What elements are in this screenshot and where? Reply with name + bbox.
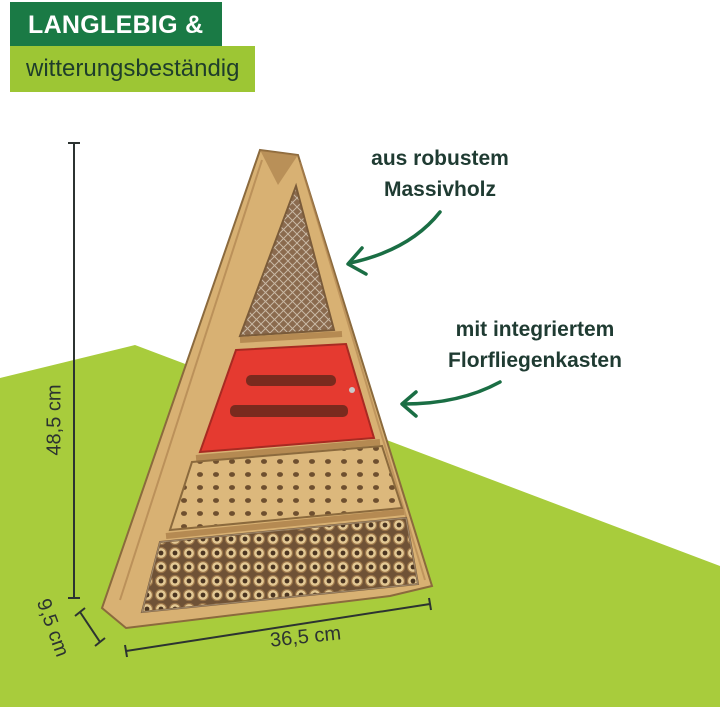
callout-line: aus robustem: [371, 147, 509, 170]
header-subtitle-badge: witterungsbeständig: [10, 46, 256, 92]
header-title: LANGLEBIG &: [28, 11, 204, 39]
arrow-to-lacewing-box-icon: [402, 380, 502, 406]
height-label: 48,5 cm: [43, 384, 66, 456]
callout-line: Florfliegenkasten: [448, 349, 622, 372]
height-dimension-line: [68, 142, 80, 599]
width-dimension-line: [124, 597, 432, 658]
callout-line: Massivholz: [383, 178, 497, 201]
callout-lacewing-box: mit integriertem Florfliegenkasten: [400, 314, 670, 376]
header-title-badge: LANGLEBIG &: [10, 2, 222, 46]
header-subtitle: witterungsbeständig: [26, 55, 240, 82]
depth-dimension-line: [74, 607, 106, 647]
arrow-to-wood-icon: [348, 210, 442, 265]
callout-solid-wood: aus robustem Massivholz: [330, 143, 550, 205]
lacewing-box: [198, 342, 376, 454]
mesh-pine-cone-compartment: [238, 182, 336, 338]
callout-line: mit integriertem: [455, 318, 615, 341]
drilled-wood-compartment: [168, 444, 404, 532]
